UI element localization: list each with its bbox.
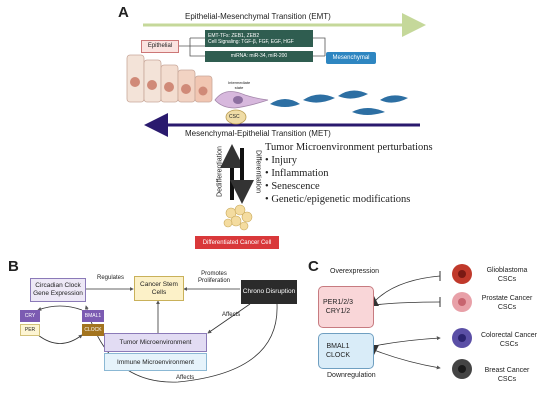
epithelial-cells <box>126 54 213 103</box>
bmal-clock-box: BMAL1 CLOCK <box>318 333 374 369</box>
tme-item: • Genetic/epigenetic modifications <box>265 194 411 205</box>
epithelial-box: Epithelial <box>141 40 179 53</box>
tf-signaling-box: EMT-TFs: ZEB1, ZEB2 Cell Signaling: TGF-… <box>205 30 313 47</box>
intermediate-state-label: Intermediate state <box>228 80 251 90</box>
mesenchymal-cells <box>270 90 408 115</box>
cancer-cell-icons <box>452 264 472 379</box>
target-label-glioblastoma: Glioblastoma CSCs <box>486 267 528 283</box>
emt-label: Epithelial-Mesenchymal Transition (EMT) <box>185 12 331 21</box>
panel-b-letter: B <box>8 258 19 275</box>
tf-line2: Cell Signaling: TGF-β, FGF, EGF, HGF <box>208 38 294 45</box>
chrono-box: Chrono Disruption <box>241 280 297 304</box>
panel-c-letter: C <box>308 258 319 275</box>
clock-loop <box>37 334 83 344</box>
promotes-label: Promotes Proliferation <box>197 271 230 284</box>
target-label-colorectal: Colorectal Cancer CSCs <box>480 332 538 348</box>
overexpression-label: Overexpression <box>330 268 380 275</box>
per-to-prostate <box>373 301 441 306</box>
differentiated-cluster <box>223 204 253 231</box>
mirna-box: miRNA: miR-34, miR-200 <box>205 51 313 62</box>
bmal1-box: BMAL1 <box>82 310 104 322</box>
per-to-glioblastoma <box>373 275 441 303</box>
clock-box: CLOCK <box>82 324 104 336</box>
affects-label: Affects <box>222 312 241 318</box>
tf-line1: EMT-TFs: ZEB1, ZEB2 <box>208 32 260 39</box>
cry-box: CRY <box>20 310 40 322</box>
affects-bottom-label: Affects <box>176 375 195 381</box>
differentiation-label: Differentiation <box>254 149 262 194</box>
per-cry-box: PER1/2/3 CRY1/2 <box>318 286 374 328</box>
target-label-prostate: Prostate Cancer CSCs <box>481 295 533 311</box>
regulates-label: Regulates <box>97 275 125 281</box>
panel-a-letter: A <box>118 4 129 21</box>
downregulation-label: Downregulation <box>327 372 376 379</box>
tme-item: • Senescence <box>265 181 320 192</box>
bmal-to-colorectal <box>373 336 441 347</box>
met-label: Mesenchymal-Epithelial Transition (MET) <box>185 129 331 138</box>
chrono-affects-arrow <box>207 303 251 334</box>
mesenchymal-connector <box>313 37 326 57</box>
tumor-micro-box: Tumor Microenvironment <box>104 333 207 352</box>
target-label-breast: Breast Cancer CSCs <box>484 367 530 383</box>
bmal-to-breast <box>373 349 441 370</box>
csc-cell <box>225 109 247 125</box>
per-box: PER <box>20 324 40 336</box>
tme-item: • Inflammation <box>265 168 329 179</box>
immune-micro-box: Immune Microenvironment <box>104 353 207 371</box>
mesenchymal-box: Mesenchymal <box>326 52 376 64</box>
tme-title: Tumor Microenvironment perturbations <box>265 142 433 153</box>
circadian-box: Circadian Clock Gene Expression <box>30 278 86 302</box>
cancer-stem-box: Cancer Stem Cells <box>134 276 184 301</box>
differentiated-box: Differentiated Cancer Cell <box>195 236 279 249</box>
intermediate-cell <box>214 91 269 109</box>
dedifferentiation-label: Dedifferentiation <box>216 146 224 197</box>
tme-item: • Injury <box>265 155 297 166</box>
tme-block: Tumor Microenvironment perturbations • I… <box>265 141 433 206</box>
csc-label: CSC <box>229 114 240 120</box>
clock-loop-top <box>37 305 83 311</box>
epithelial-connector <box>178 37 205 57</box>
